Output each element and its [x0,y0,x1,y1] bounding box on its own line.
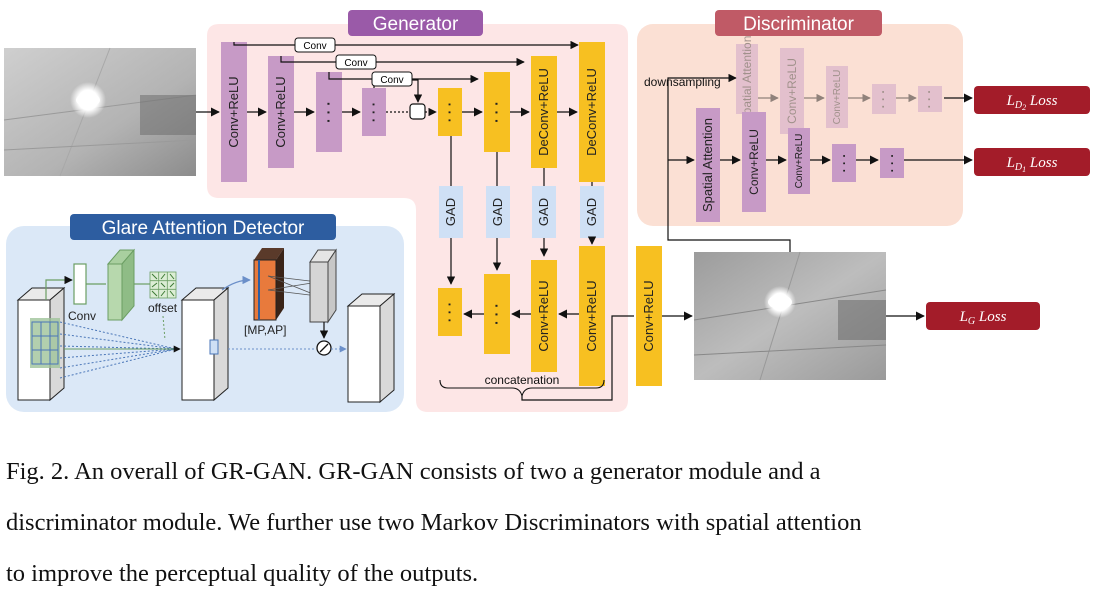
d1-conv-block-2 [788,128,810,194]
architecture-diagram: Generator Discriminator Glare Attention … [3,10,1090,412]
output-image [693,251,887,381]
discriminator-title-badge [715,10,882,36]
fusion-block-4 [579,246,605,386]
gad-mpap-label: [MP,AP] [244,323,286,337]
attention-node [409,103,426,120]
fusion-block-1 [438,288,462,336]
svg-text:Spatial Attention: Spatial Attention [740,36,754,123]
encoder-block-2 [268,56,294,168]
decoder-dots-1: · · · [442,102,457,122]
d1-conv-block-1 [742,112,766,212]
gad-block-1 [439,186,463,238]
generator-title-badge [348,10,483,36]
gad-internals: Conv offset [MP,AP] [16,248,396,404]
input-image [3,47,197,177]
d1-dots-3: · · · [837,154,851,173]
decoder-block-4 [579,42,605,182]
gad-title: Glare Attention Detector [102,218,305,239]
d1-block-4 [880,148,904,178]
fusion-label-3: Conv+ReLU [536,280,551,351]
spatial-attention-block [696,108,720,222]
fusion-label-4: Conv+ReLU [584,280,599,351]
gad-label-3: GAD [536,198,551,226]
d1-conv-label-1: Conv+ReLU [747,129,761,195]
svg-text:Conv+ReLU: Conv+ReLU [832,70,843,125]
d1-dots-4: · · · [885,154,899,173]
encoder-label-2: Conv+ReLU [273,76,288,147]
caption-line-3: to improve the perceptual quality of the… [6,560,479,587]
gad-conv-label: Conv [68,309,96,323]
skip-conv-label-2: Conv [344,58,367,69]
decoder-label-4: DeConv+ReLU [584,68,599,156]
gad-label-4: GAD [584,198,599,226]
ld2-loss-label: LD2 Loss [1006,93,1058,112]
spatial-attention-label: Spatial Attention [700,118,715,212]
output-label: Conv+ReLU [641,280,656,351]
encoder-block-4 [362,88,386,136]
decoder-dots-2: · · · [488,101,504,123]
lg-loss-box [926,302,1040,330]
encoder-block-3 [316,72,342,152]
decoder-block-1 [438,88,462,136]
generator-panel: Generator [207,10,628,412]
downsampling-label: downsampling [644,75,721,89]
encoder-dots-3: · · · [320,101,336,123]
fusion-block-3 [531,260,557,372]
caption-line-2: discriminator module. We further use two… [6,509,862,536]
gad-title-badge [70,214,336,240]
svg-text:· · ·: · · · [922,90,936,109]
fusion-dots-2: · · · [488,303,504,325]
discriminator-title: Discriminator [743,14,855,35]
decoder-label-3: DeConv+ReLU [536,68,551,156]
figure-caption: Fig. 2. An overall of GR-GAN. GR-GAN con… [6,446,1094,599]
gad-block-4 [580,186,604,238]
decoder-block-3 [531,56,557,168]
caption-line-1: Fig. 2. An overall of GR-GAN. GR-GAN con… [6,458,821,485]
gad-block-2 [486,186,510,238]
encoder-block-1 [221,42,247,182]
concatenation-label: concatenation [485,373,560,387]
d1-block-3 [832,144,856,182]
ld1-loss-label: LD1 Loss [1006,155,1058,174]
discriminator-2: Spatial Attention Conv+ReLU Conv+ReLU · … [736,36,942,134]
gad-block-3 [532,186,556,238]
gad-label-1: GAD [443,198,458,226]
svg-text:· · ·: · · · [876,90,890,109]
encoder-label-1: Conv+ReLU [226,76,241,147]
svg-text:Conv+ReLU: Conv+ReLU [785,58,799,124]
fusion-dots-1: · · · [442,302,457,322]
encoder-dots-4: · · · [366,102,381,122]
decoder-block-2 [484,72,510,152]
generator-title: Generator [373,14,459,35]
output-block [636,246,662,386]
fusion-block-2 [484,274,510,354]
gad-label-2: GAD [490,198,505,226]
skip-conv-label-3: Conv [380,75,403,86]
gad-offset-label: offset [148,301,178,315]
skip-conv-label-1: Conv [303,41,326,52]
d1-conv-label-2: Conv+ReLU [794,134,805,189]
ld2-loss-box [974,86,1090,114]
ld1-loss-box [974,148,1090,176]
lg-loss-label: LG Loss [959,309,1007,327]
